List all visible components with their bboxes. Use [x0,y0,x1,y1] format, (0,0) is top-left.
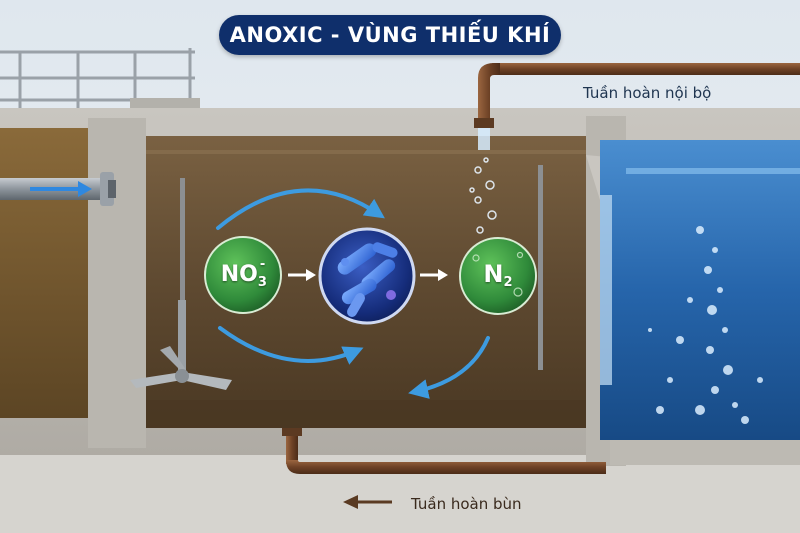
nitrate-subscript: 3 [257,274,267,290]
aerobic-tank-water-surface [626,168,800,174]
nitrogen-symbol: N [483,260,504,288]
bacteria-icon [318,227,416,325]
nitrate-circle [204,236,282,314]
left-tank-divider-wall [88,118,146,448]
anoxic-tank-floor [146,400,586,428]
sludge-recirculation-pipe [282,428,606,474]
left-tank-water [0,128,88,418]
arrow-icon [216,188,490,399]
anoxic-tank-rim [146,116,586,136]
inlet-flow-arrow [30,181,92,197]
nitrate-superscript: - [259,256,266,272]
nitrogen-bubbles [472,251,524,297]
sludge-direction-arrow [343,495,392,509]
aerobic-tank-front-wall [610,440,800,465]
support-rod-right [538,165,543,370]
reaction-arrow-2 [420,269,448,281]
falling-water-stream [478,128,490,150]
page-title: ANOXIC - VÙNG THIẾU KHÍ [219,15,561,55]
aeration-bubbles [648,226,763,424]
sludge-recirculation-label: Tuần hoàn bùn [411,495,522,513]
anoxic-tank-water-surface [146,150,586,154]
nitrate-symbol: NO [220,261,258,287]
overflow-waterfall [600,195,612,385]
reaction-arrow-1 [288,269,316,281]
walkway-slab [130,98,200,110]
internal-recirculation-label: Tuần hoàn nội bộ [583,84,712,102]
nitrogen-subscript: 2 [503,274,513,290]
support-rod-left [180,178,185,368]
internal-recirculation-pipe [474,63,800,128]
aerobic-tank-water [600,140,800,440]
stirrer-icon [130,300,232,390]
